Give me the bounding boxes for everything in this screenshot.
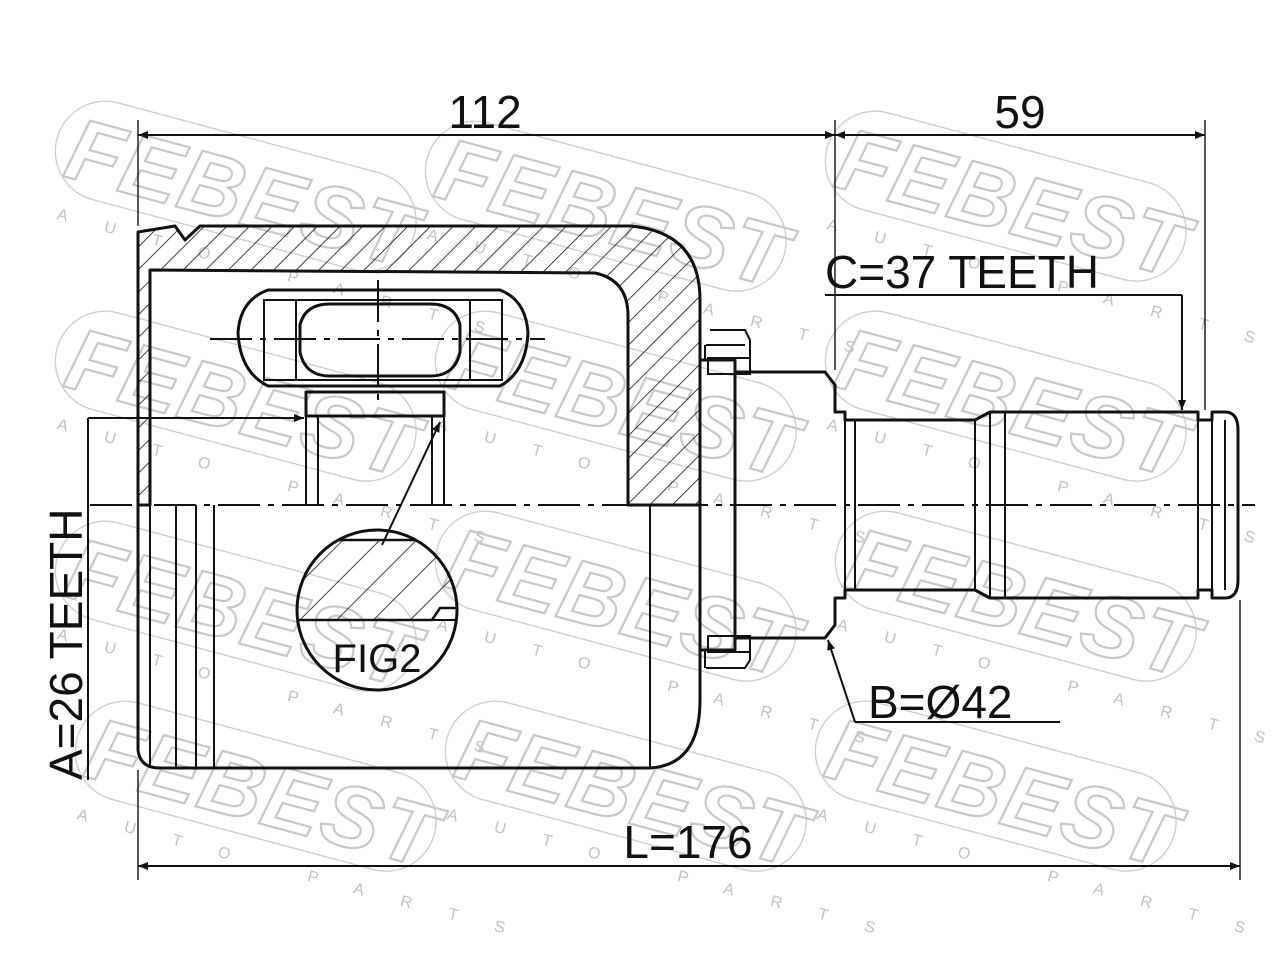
housing-outer bbox=[136, 505, 702, 770]
fig2-label: FIG2 bbox=[333, 637, 422, 681]
dim-length-text: L=176 bbox=[623, 816, 752, 868]
trunnion-collar bbox=[304, 390, 446, 418]
dimension-lines: 112 59 L=176 C=37 TEETH B=Ø42 A=26 TEETH bbox=[40, 86, 1241, 880]
roller-ball bbox=[298, 302, 462, 378]
fig2-circle bbox=[295, 528, 459, 692]
spline-c-text: C=37 TEETH bbox=[825, 246, 1099, 298]
tripod-roller bbox=[210, 280, 545, 400]
roller-outer bbox=[236, 288, 530, 388]
housing-section bbox=[136, 224, 702, 507]
fig2-leader bbox=[381, 421, 441, 546]
shaft-body bbox=[735, 370, 1240, 640]
dim-59-text: 59 bbox=[994, 86, 1045, 138]
housing-wall-hatch bbox=[136, 224, 702, 507]
trunnion-stem bbox=[304, 390, 446, 505]
dim-112-text: 112 bbox=[448, 86, 521, 138]
output-shaft bbox=[735, 370, 1240, 640]
spline-a-text: A=26 TEETH bbox=[40, 509, 92, 780]
fig2-detail: FIG2 bbox=[295, 421, 459, 692]
spline-b-text: B=Ø42 bbox=[868, 676, 1013, 728]
spline-b-leader bbox=[827, 639, 856, 723]
